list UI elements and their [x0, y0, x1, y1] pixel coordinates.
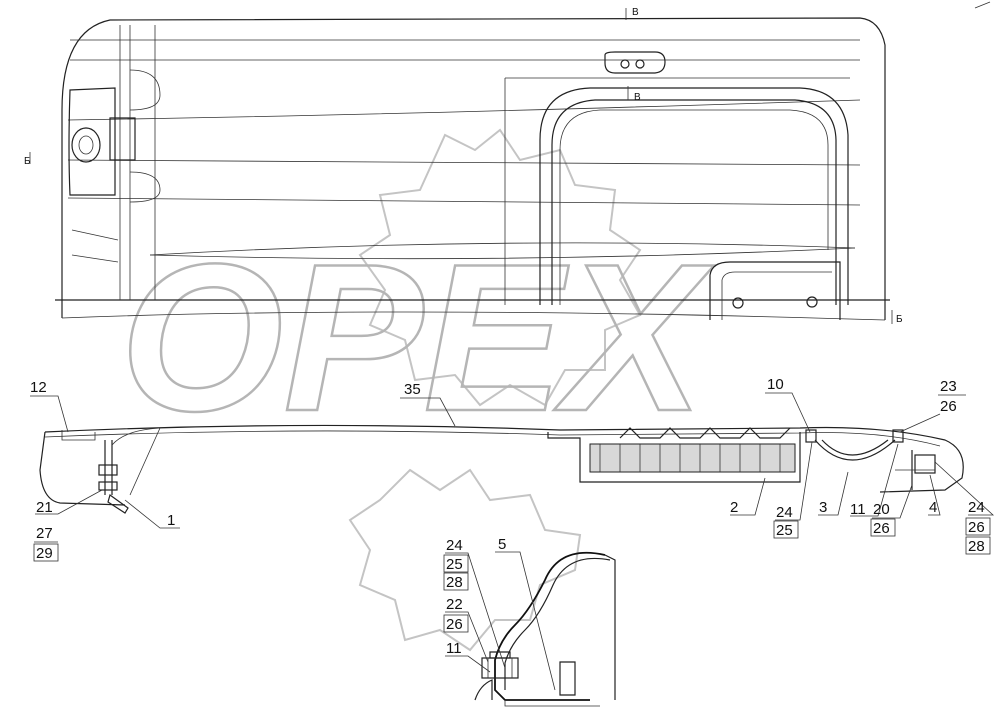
- watermark-gear-icon: [358, 128, 642, 407]
- callout-10: 10: [767, 376, 784, 393]
- callout-12: 12: [30, 379, 47, 396]
- callout-23: 23: [940, 378, 957, 395]
- callout-28-b: 28: [446, 574, 463, 591]
- callout-5: 5: [498, 536, 506, 553]
- callout-11-b: 11: [446, 640, 462, 657]
- callout-3: 3: [819, 499, 827, 516]
- callout-35: 35: [404, 381, 421, 398]
- top-view-panel: [55, 17, 890, 321]
- callout-29: 29: [36, 545, 53, 562]
- callouts: 12 35 10 23 26 21 27 29 1 2 24 25 3 11 2…: [30, 376, 991, 657]
- callout-27: 27: [36, 525, 53, 542]
- callout-25-c: 25: [446, 556, 463, 573]
- callout-26-c: 26: [968, 519, 985, 536]
- callout-2: 2: [730, 499, 738, 516]
- section-mark-top: В: [632, 7, 639, 18]
- callout-22: 22: [446, 596, 463, 613]
- detail-view: [474, 551, 616, 707]
- callout-25-a: 25: [776, 522, 793, 539]
- section-marks: В В Б Б: [24, 7, 903, 325]
- callout-24-a: 24: [776, 504, 793, 521]
- section-mark-right: Б: [896, 314, 903, 325]
- callout-26-d: 26: [446, 616, 463, 633]
- callout-26-a: 26: [940, 398, 957, 415]
- section-mark-left: Б: [24, 156, 31, 167]
- callout-20: 20: [873, 501, 890, 518]
- corner-mark: [974, 1, 991, 9]
- cross-section-view: [39, 424, 964, 514]
- callout-11-a: 11: [850, 501, 866, 518]
- callout-28-a: 28: [968, 538, 985, 555]
- callout-4: 4: [929, 499, 937, 516]
- callout-24-b: 24: [968, 499, 985, 516]
- watermark-text: OPEX: [120, 220, 714, 455]
- callout-21: 21: [36, 499, 53, 516]
- callout-1: 1: [167, 512, 175, 529]
- section-mark-middle: В: [634, 92, 641, 103]
- callout-26-b: 26: [873, 520, 890, 537]
- callout-24-c: 24: [446, 537, 463, 554]
- leader-lines: [30, 392, 995, 691]
